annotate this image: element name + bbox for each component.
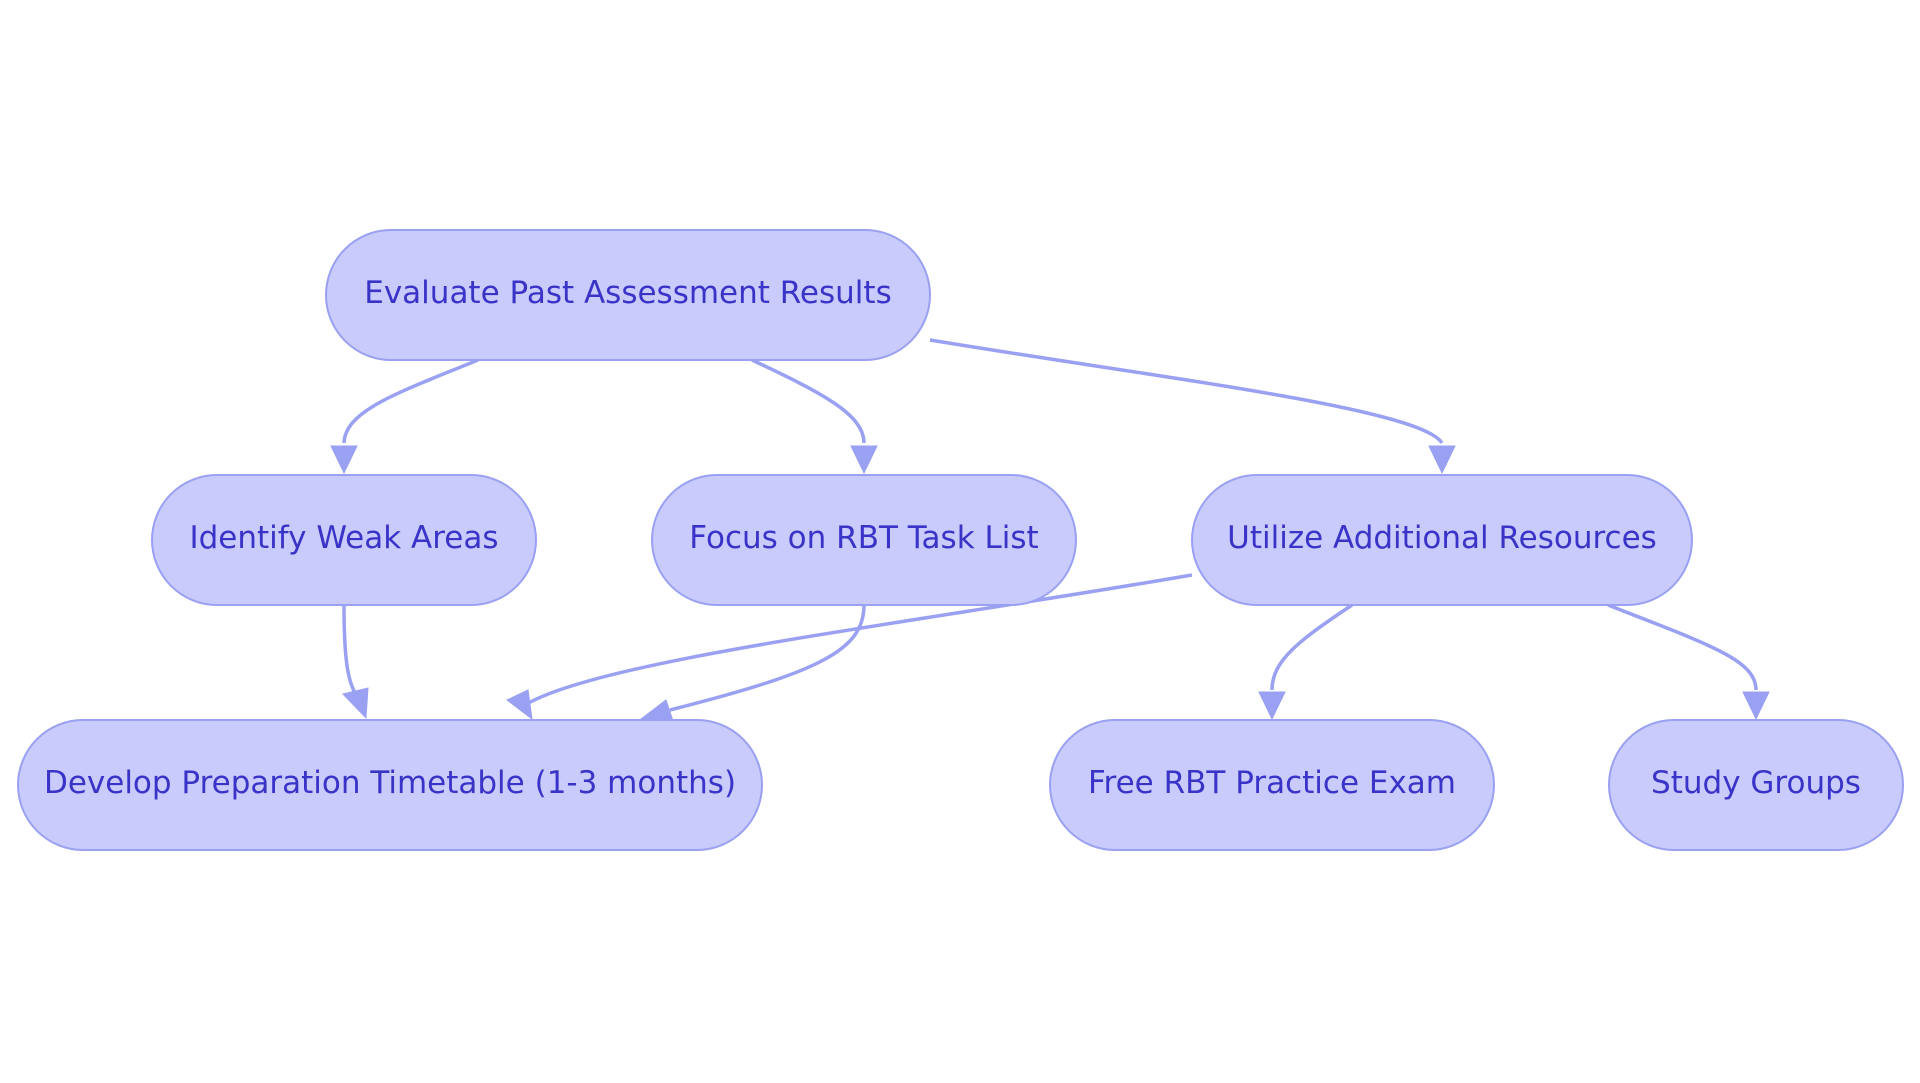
node-develop-preparation-timetable[interactable]: Develop Preparation Timetable (1-3 month… (17, 719, 763, 851)
edge-evaluate-to-focus (751, 358, 866, 444)
edge-focus-to-timetable (669, 604, 866, 712)
node-identify-weak-areas[interactable]: Identify Weak Areas (151, 474, 537, 606)
arrowhead-exam (1258, 691, 1286, 721)
node-label: Develop Preparation Timetable (1-3 month… (44, 765, 736, 801)
node-focus-on-rbt-task-list[interactable]: Focus on RBT Task List (651, 474, 1077, 606)
node-label: Utilize Additional Resources (1227, 520, 1657, 556)
node-label: Study Groups (1651, 765, 1861, 801)
edge-weak-to-timetable (342, 604, 357, 694)
node-evaluate-past-assessment-results[interactable]: Evaluate Past Assessment Results (325, 229, 931, 361)
node-free-rbt-practice-exam[interactable]: Free RBT Practice Exam (1049, 719, 1495, 851)
edge-evaluate-to-weak (342, 358, 479, 444)
edge-utilize-to-timetable (524, 573, 1193, 707)
node-label: Free RBT Practice Exam (1088, 765, 1456, 801)
edge-utilize-to-groups (1607, 603, 1758, 691)
nodes: Evaluate Past Assessment Results Identif… (17, 229, 1904, 851)
arrowhead-groups (1742, 691, 1770, 721)
edge-utilize-to-exam (1270, 603, 1353, 691)
edges (330, 338, 1770, 725)
node-study-groups[interactable]: Study Groups (1608, 719, 1904, 851)
node-label: Evaluate Past Assessment Results (364, 275, 891, 311)
node-label: Focus on RBT Task List (689, 520, 1038, 556)
arrowhead-timetable-from-weak (342, 687, 369, 720)
edge-evaluate-to-utilize (929, 338, 1444, 445)
node-utilize-additional-resources[interactable]: Utilize Additional Resources (1191, 474, 1693, 606)
arrowhead-weak (330, 445, 358, 475)
arrowhead-focus (850, 445, 878, 475)
arrowhead-timetable-from-utilize (506, 689, 533, 721)
node-label: Identify Weak Areas (189, 520, 498, 556)
arrowhead-utilize (1428, 445, 1456, 475)
